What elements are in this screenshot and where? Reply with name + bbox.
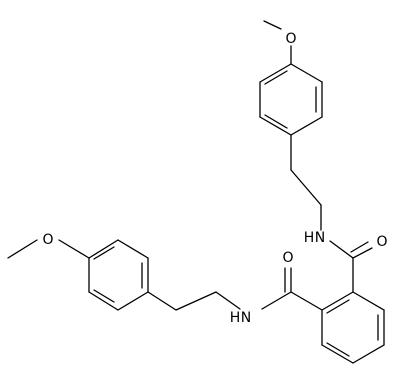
- amide-hydrogen-upper: H: [304, 230, 315, 246]
- top-methoxy-group: [263, 20, 292, 65]
- amide-hydrogen-lower: H: [230, 310, 241, 326]
- central-benzene-ring: [321, 291, 385, 364]
- lower-amide-group: [261, 267, 323, 311]
- left-methoxy-group: [7, 239, 90, 259]
- amide-nitrogen-lower: N: [241, 310, 251, 326]
- methoxy-oxygen-top: O: [285, 31, 296, 47]
- carbonyl-oxygen-lower: O: [282, 250, 293, 266]
- lower-ethyl-linker: [147, 291, 241, 311]
- left-benzene-ring: [88, 239, 149, 311]
- methoxy-oxygen-left: O: [42, 232, 53, 248]
- amide-nitrogen-upper: N: [315, 230, 325, 246]
- top-benzene-ring: [259, 63, 323, 136]
- carbonyl-oxygen-upper: O: [376, 234, 387, 250]
- upper-amide-group: [329, 240, 373, 293]
- upper-ethyl-linker: [290, 134, 322, 231]
